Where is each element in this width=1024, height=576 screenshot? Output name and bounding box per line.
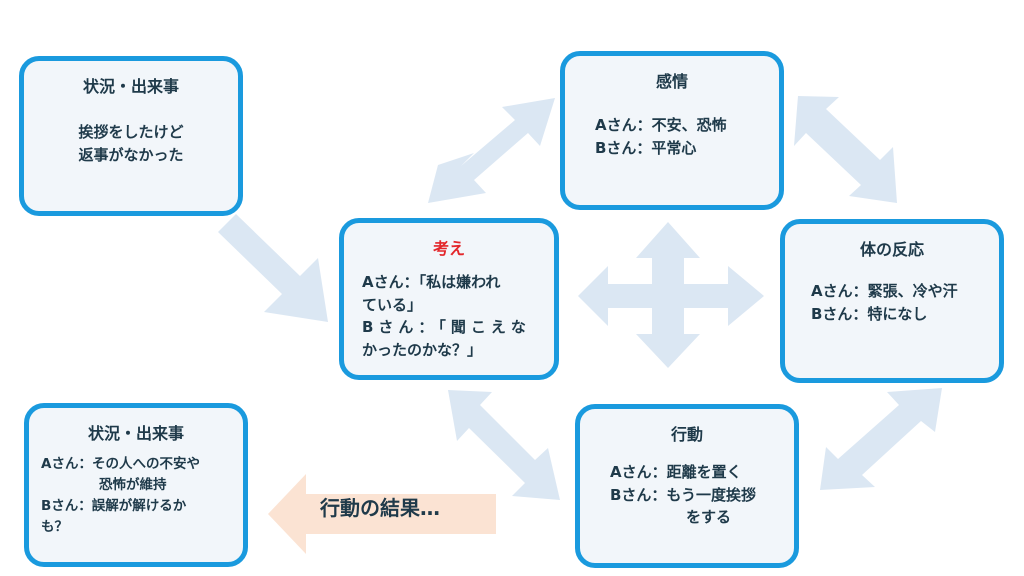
arrow-situation-to-thought: [218, 214, 328, 322]
emotion-title: 感情: [655, 72, 688, 91]
body-reaction-box: 体の反応 Aさん：緊張、冷や汗 Bさん：特になし: [780, 219, 1004, 383]
thought-line: ている」: [362, 295, 423, 314]
result-line-a: Aさん：その人への不安や: [41, 456, 200, 472]
situation-title: 状況・出来事: [82, 77, 179, 96]
arrow-result: [268, 474, 496, 554]
body-reaction-line-b: Bさん：特になし: [811, 304, 928, 323]
thought-line: Aさん：「私は嫌われ: [362, 273, 501, 291]
action-line-b: Bさん：もう一度挨拶: [610, 485, 756, 504]
emotion-line-b: Bさん：平常心: [595, 138, 697, 157]
situation-line: 挨拶をしたけど: [78, 123, 184, 141]
body-reaction-line-a: Aさん：緊張、冷や汗: [811, 282, 958, 300]
action-box: 行動 Aさん：距離を置く Bさん：もう一度挨拶 をする: [575, 404, 799, 568]
result-situation-title: 状況・出来事: [87, 424, 184, 443]
arrow-thought-action: [448, 390, 560, 500]
action-line-a: Aさん：距離を置く: [610, 463, 742, 481]
thought-box: 考え Aさん：「私は嫌われ ている」 Bさん：「聞こえな かったのかな？」: [339, 218, 559, 380]
action-line-b-cont: をする: [686, 508, 732, 526]
situation-box-bottom: 状況・出来事 Aさん：その人への不安や 恐怖が維持 Bさん：誤解が解けるか も？: [24, 403, 248, 567]
arrow-emotion-body: [794, 96, 897, 203]
arrow-four-way-cross: [578, 222, 764, 368]
thought-line: かったのかな？」: [362, 340, 483, 359]
situation-box-top: 状況・出来事 挨拶をしたけど 返事がなかった: [19, 56, 243, 216]
situation-line: 返事がなかった: [78, 145, 184, 164]
emotion-line-a: Aさん：不安、恐怖: [595, 116, 727, 134]
result-line-b: Bさん：誤解が解けるか: [41, 497, 187, 514]
thought-line: Bさん：「聞こえな: [362, 318, 531, 336]
arrow-body-action: [820, 388, 942, 490]
result-arrow-label: 行動の結果…: [320, 496, 440, 520]
thought-title: 考え: [432, 239, 465, 258]
result-line-a-cont: 恐怖が維持: [99, 476, 167, 493]
result-line-b-cont: も？: [41, 518, 68, 535]
arrow-thought-emotion: [428, 98, 555, 203]
action-title: 行動: [670, 425, 703, 444]
emotion-box: 感情 Aさん：不安、恐怖 Bさん：平常心: [560, 51, 784, 210]
body-reaction-title: 体の反応: [859, 240, 924, 259]
